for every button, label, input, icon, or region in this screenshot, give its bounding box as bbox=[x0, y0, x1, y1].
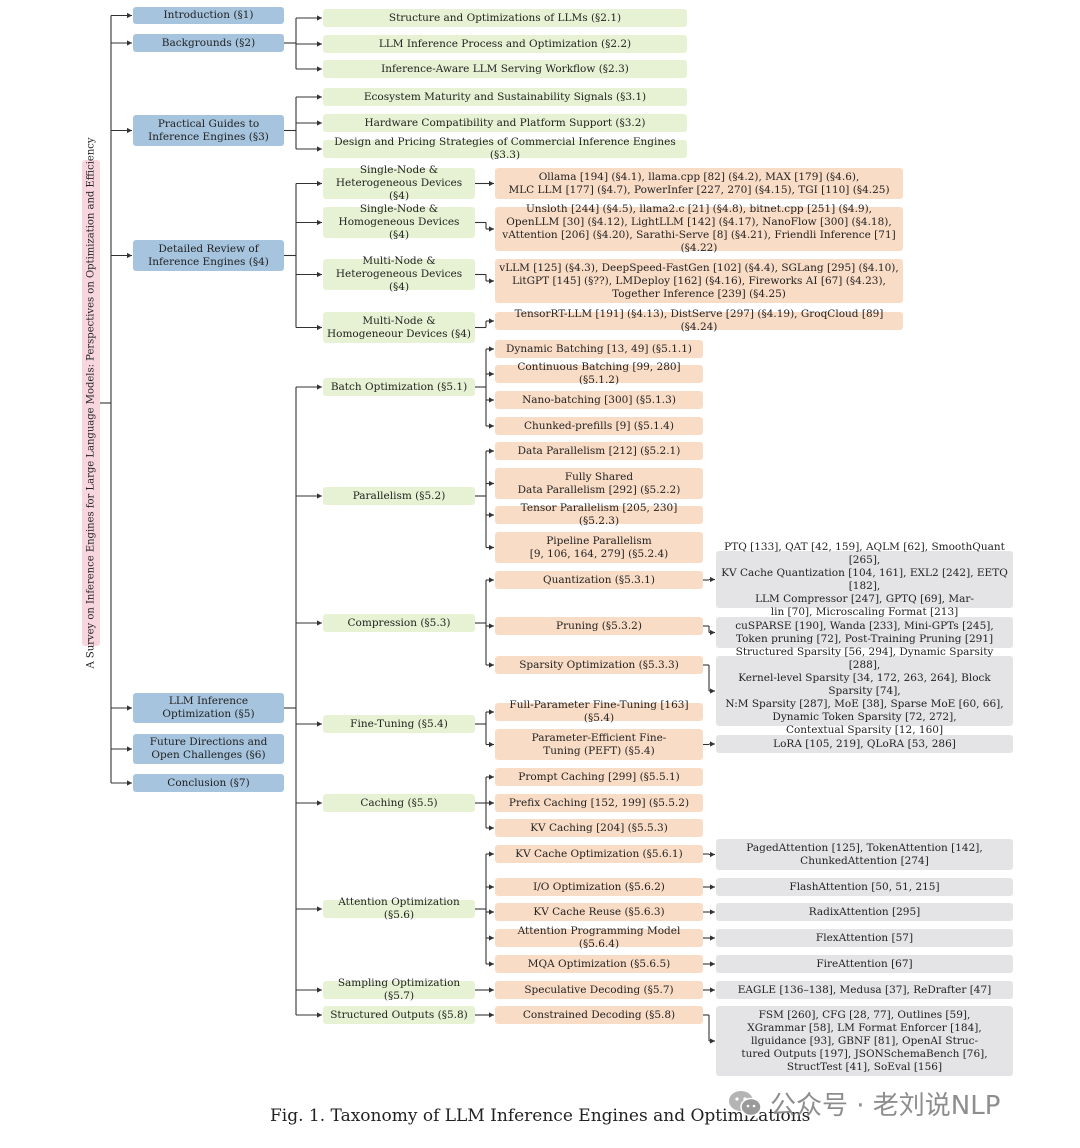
node-t553: KV Caching [204] (§5.5.3) bbox=[495, 819, 703, 837]
node-t524: Pipeline Parallelism [9, 106, 164, 279] … bbox=[495, 532, 703, 563]
node-e2: Unsloth [244] (§4.5), llama2.c [21] (§4.… bbox=[495, 203, 903, 254]
node-t57: Speculative Decoding (§5.7) bbox=[495, 981, 703, 999]
figure-caption: Fig. 1. Taxonomy of LLM Inference Engine… bbox=[270, 1106, 811, 1126]
node-r58: FSM [260], CFG [28, 77], Outlines [59], … bbox=[716, 1006, 1013, 1076]
node-o57: Sampling Optimization (§5.7) bbox=[323, 977, 475, 1002]
node-r57: EAGLE [136–138], Medusa [37], ReDrafter … bbox=[716, 981, 1013, 999]
node-o58: Structured Outputs (§5.8) bbox=[323, 1006, 475, 1024]
node-t522: Fully Shared Data Parallelism [292] (§5.… bbox=[495, 468, 703, 499]
node-r564: FlexAttention [57] bbox=[716, 929, 1013, 947]
node-o51: Batch Optimization (§5.1) bbox=[323, 378, 475, 396]
node-t542: Parameter-Efficient Fine- Tuning (PEFT) … bbox=[495, 729, 703, 760]
node-b23: Inference-Aware LLM Serving Workflow (§2… bbox=[323, 60, 687, 78]
node-s1: Introduction (§1) bbox=[133, 7, 284, 24]
node-p33: Design and Pricing Strategies of Commerc… bbox=[323, 136, 687, 161]
node-t541: Full-Parameter Fine-Tuning [163] (§5.4) bbox=[495, 699, 703, 724]
node-t563: KV Cache Reuse (§5.6.3) bbox=[495, 903, 703, 921]
node-e3: vLLM [125] (§4.3), DeepSpeed-FastGen [10… bbox=[495, 259, 903, 303]
node-r561: PagedAttention [125], TokenAttention [14… bbox=[716, 839, 1013, 870]
node-t58: Constrained Decoding (§5.8) bbox=[495, 1006, 703, 1024]
node-e1: Ollama [194] (§4.1), llama.cpp [82] (§4.… bbox=[495, 168, 903, 199]
node-s5: LLM Inference Optimization (§5) bbox=[133, 693, 284, 723]
node-o56: Attention Optimization (§5.6) bbox=[323, 896, 475, 921]
watermark-text: 公众号 · 老刘说NLP bbox=[770, 1091, 1001, 1121]
node-o54: Fine-Tuning (§5.4) bbox=[323, 715, 475, 733]
node-r563: RadixAttention [295] bbox=[716, 903, 1013, 921]
node-t561: KV Cache Optimization (§5.6.1) bbox=[495, 845, 703, 863]
node-d2: Single-Node & Homogeneous Devices (§4) bbox=[323, 203, 475, 241]
node-r533: Structured Sparsity [56, 294], Dynamic S… bbox=[716, 646, 1013, 736]
node-r532: cuSPARSE [190], Wanda [233], Mini-GPTs [… bbox=[716, 617, 1013, 648]
node-t513: Nano-batching [300] (§5.1.3) bbox=[495, 391, 703, 409]
node-t531: Quantization (§5.3.1) bbox=[495, 571, 703, 589]
node-t565: MQA Optimization (§5.6.5) bbox=[495, 955, 703, 973]
node-e4: TensorRT-LLM [191] (§4.13), DistServe [2… bbox=[495, 308, 903, 333]
node-d3: Multi-Node & Heterogeneous Devices (§4) bbox=[323, 255, 475, 293]
node-s6: Future Directions and Open Challenges (§… bbox=[133, 734, 284, 764]
node-s3: Practical Guides to Inference Engines (§… bbox=[133, 115, 284, 146]
node-r562: FlashAttention [50, 51, 215] bbox=[716, 878, 1013, 896]
node-t523: Tensor Parallelism [205, 230] (§5.2.3) bbox=[495, 502, 703, 527]
node-t512: Continuous Batching [99, 280] (§5.1.2) bbox=[495, 361, 703, 386]
root-title-box bbox=[82, 160, 100, 646]
node-p31: Ecosystem Maturity and Sustainability Si… bbox=[323, 88, 687, 106]
node-t562: I/O Optimization (§5.6.2) bbox=[495, 878, 703, 896]
node-t532: Pruning (§5.3.2) bbox=[495, 617, 703, 635]
node-t551: Prompt Caching [299] (§5.5.1) bbox=[495, 768, 703, 786]
node-p32: Hardware Compatibility and Platform Supp… bbox=[323, 114, 687, 132]
node-b21: Structure and Optimizations of LLMs (§2.… bbox=[323, 9, 687, 27]
node-r542: LoRA [105, 219], QLoRA [53, 286] bbox=[716, 735, 1013, 753]
node-t521: Data Parallelism [212] (§5.2.1) bbox=[495, 442, 703, 460]
node-b22: LLM Inference Process and Optimization (… bbox=[323, 35, 687, 53]
node-d4: Multi-Node & Homogeneour Devices (§4) bbox=[323, 312, 475, 343]
node-s4: Detailed Review of Inference Engines (§4… bbox=[133, 240, 284, 271]
node-t552: Prefix Caching [152, 199] (§5.5.2) bbox=[495, 794, 703, 812]
wechat-icon bbox=[729, 1090, 762, 1116]
node-t514: Chunked-prefills [9] (§5.1.4) bbox=[495, 417, 703, 435]
node-o52: Parallelism (§5.2) bbox=[323, 487, 475, 505]
node-r565: FireAttention [67] bbox=[716, 955, 1013, 973]
node-o55: Caching (§5.5) bbox=[323, 794, 475, 812]
node-t564: Attention Programming Model (§5.6.4) bbox=[495, 925, 703, 950]
node-t533: Sparsity Optimization (§5.3.3) bbox=[495, 656, 703, 674]
watermark: 公众号 · 老刘说NLP bbox=[728, 1085, 1000, 1122]
root-title: A Survey on Inference Engines for Large … bbox=[85, 137, 97, 669]
node-s7: Conclusion (§7) bbox=[133, 774, 284, 792]
node-r531: PTQ [133], QAT [42, 159], AQLM [62], Smo… bbox=[716, 541, 1013, 618]
node-o53: Compression (§5.3) bbox=[323, 614, 475, 632]
node-s2: Backgrounds (§2) bbox=[133, 34, 284, 52]
node-t511: Dynamic Batching [13, 49] (§5.1.1) bbox=[495, 340, 703, 358]
node-d1: Single-Node & Heterogeneous Devices (§4) bbox=[323, 164, 475, 202]
